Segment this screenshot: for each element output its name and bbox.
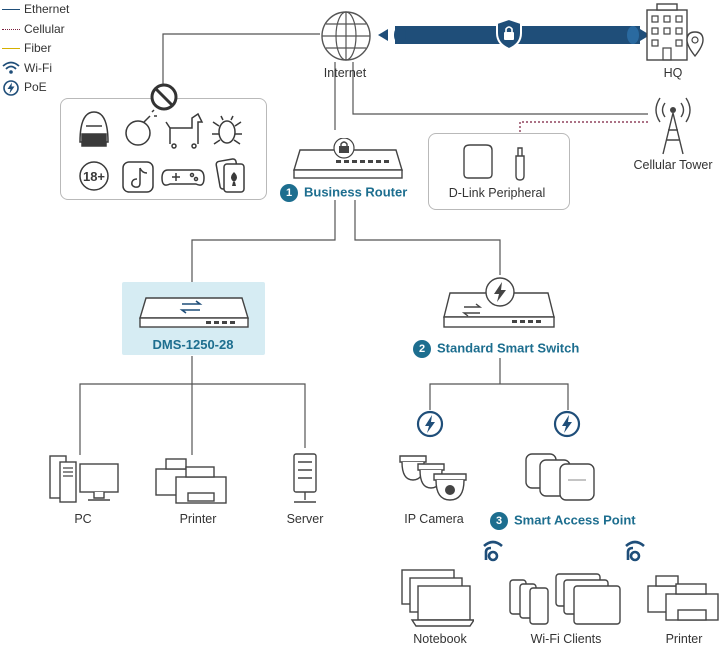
cellular-tower-icon [655,97,691,155]
block-icon [150,83,178,111]
usb-dongle-icon [515,147,525,181]
playing-cards-icon [215,158,245,193]
bomb-icon [125,108,157,146]
wifi-icon [2,61,20,75]
legend-cellular: Cellular [2,20,69,40]
server-label: Server [286,512,324,526]
vpn-shield-icon [496,17,522,51]
wifi6-icon-left [483,540,503,562]
hard-drive-icon [463,144,493,179]
poe-icon [3,79,19,96]
server-icon [293,453,317,503]
printer-left-label: Printer [179,512,217,526]
ip-camera-icon [399,455,467,501]
dlink-peripheral-label: D-Link Peripheral [448,186,546,200]
wifi-clients-label: Wi-Fi Clients [530,632,602,646]
printer-right-icon [647,575,719,621]
rating-text: 18+ [83,169,105,184]
dms-label: DMS-1250-28 [152,337,234,352]
legend-wifi: Wi-Fi [2,59,69,79]
ip-camera-label: IP Camera [404,512,464,526]
smart-switch-icon [443,277,555,328]
trojan-horse-icon [165,112,204,149]
notebook-label: Notebook [413,632,467,646]
tiktok-icon [122,161,154,193]
printer-right-label: Printer [665,632,703,646]
printer-left-icon [155,458,227,504]
hacker-icon [79,111,109,147]
bug-icon [212,115,242,145]
notebook-icon [401,569,474,627]
peripheral-icons [463,144,525,181]
pc-label: PC [74,512,92,526]
gamepad-icon [161,169,205,186]
peripheral-panel [428,133,570,210]
cellular-line-icon [2,28,20,30]
wifi-clients-icon [509,573,621,625]
hq-building-icon [646,3,704,61]
legend-fiber: Fiber [2,39,69,59]
poe-ap-icon [553,410,581,438]
access-point-icon [525,453,595,501]
globe-icon [321,11,371,61]
pc-icon [49,455,119,503]
router-icon [293,138,403,179]
legend-ethernet: Ethernet [2,0,69,20]
wifi6-icon-right [625,540,645,562]
hq-label: HQ [663,66,683,80]
fiber-line-icon [2,48,20,50]
legend: Ethernet Cellular Fiber Wi-Fi PoE [2,0,69,98]
legend-poe: PoE [2,78,69,98]
poe-camera-icon [416,410,444,438]
dms-switch-icon [139,297,249,328]
ethernet-line-icon [2,9,20,11]
cellular-tower-label: Cellular Tower [633,158,713,172]
blocked-icons: 18+ [79,108,245,193]
internet-label: Internet [323,66,367,80]
